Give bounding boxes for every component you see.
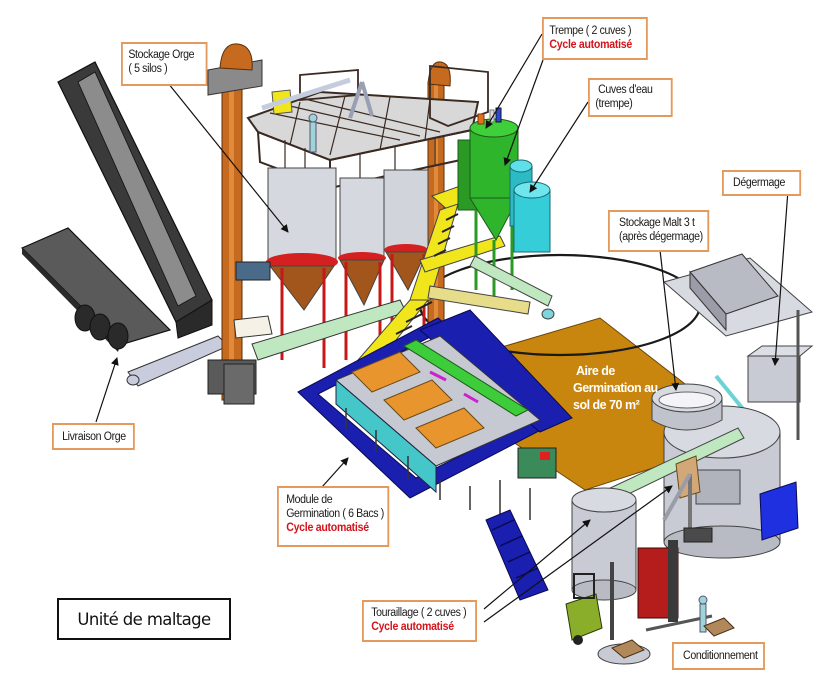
germination-floor-area-label: Aire de Germination au sol de 70 m²	[573, 363, 658, 414]
callout-cuves-eau: Cuves d'eau (trempe)	[588, 78, 673, 117]
arrow-trempe-2	[503, 59, 544, 166]
callout-cuves-eau-title: Cuves d'eau	[598, 84, 653, 96]
callout-stockage-orge-detail: ( 5 silos )	[128, 63, 168, 75]
callout-degermage: Dégermage	[722, 170, 802, 196]
steeping-conveyors	[427, 255, 555, 320]
callout-cuves-eau-detail: (trempe)	[595, 98, 633, 110]
callout-stockage-malt-title: Stockage Malt 3 t	[619, 217, 695, 229]
arrow-stockage-malt	[659, 249, 680, 391]
germination-module	[297, 309, 573, 520]
arrow-livraison-orge	[95, 357, 119, 423]
callout-touraillage-automation: Cycle automatisé	[371, 621, 454, 633]
barley-silos	[266, 167, 429, 368]
callout-touraillage: Touraillage ( 2 cuves ) Cycle automatisé	[362, 600, 477, 642]
floor-area-line2: Germination au	[573, 381, 658, 395]
diagram-title: Unité de maltage	[77, 609, 211, 629]
bagging-station	[637, 473, 735, 637]
callout-trempe-title: Trempe ( 2 cuves )	[549, 25, 632, 37]
floor-area-line3: sol de 70 m²	[573, 398, 640, 412]
yellow-staircase	[356, 185, 506, 361]
callout-arrows	[95, 33, 789, 623]
arrow-degermage	[771, 189, 789, 366]
callout-livraison-orge-title: Livraison Orge	[62, 431, 126, 443]
callout-stockage-orge-title: Stockage Orge	[128, 49, 195, 61]
callout-livraison-orge: Livraison Orge	[52, 423, 135, 450]
diagram-title-box: Unité de maltage	[57, 598, 231, 640]
callout-degermage-title: Dégermage	[733, 177, 786, 189]
degermination-unit	[662, 253, 814, 440]
callout-stockage-malt: Stockage Malt 3 t (après dégermage)	[608, 210, 710, 252]
arrow-touraillage-2	[483, 485, 673, 623]
callout-stockage-orge: Stockage Orge ( 5 silos )	[121, 42, 208, 86]
callout-module-germination: Module de Germination ( 6 Bacs ) Cycle a…	[277, 486, 390, 547]
malt-storage-hopper	[651, 383, 723, 431]
callout-module-germination-title: Module de	[286, 494, 333, 506]
silo-base-equipment	[223, 261, 407, 405]
blue-staircase	[485, 509, 549, 601]
arrow-stockage-orge	[167, 82, 289, 233]
callout-conditionnement-title: Conditionnement	[683, 650, 758, 662]
arrow-module-germination	[321, 457, 349, 488]
callout-module-germination-detail: Germination ( 6 Bacs )	[286, 508, 384, 520]
delivery-truck	[20, 61, 213, 352]
callout-touraillage-title: Touraillage ( 2 cuves )	[371, 607, 467, 619]
callout-module-germination-automation: Cycle automatisé	[286, 522, 369, 534]
callout-stockage-malt-detail: (après dégermage)	[619, 231, 703, 243]
water-tanks	[509, 159, 551, 253]
silo-top-platform	[246, 65, 489, 190]
electrical-cabinet	[759, 481, 799, 541]
floor-area-line1: Aire de	[576, 364, 615, 378]
forklift	[565, 562, 651, 665]
kiln-small	[571, 487, 637, 601]
callout-trempe-automation: Cycle automatisé	[549, 39, 632, 51]
arrow-cuves-eau	[529, 101, 589, 193]
intake-conveyor	[126, 335, 229, 387]
callout-conditionnement: Conditionnement	[672, 642, 765, 670]
arrow-touraillage-1	[483, 519, 591, 610]
arrow-trempe-1	[485, 33, 543, 129]
steeping-tanks	[457, 107, 519, 300]
callout-trempe: Trempe ( 2 cuves ) Cycle automatisé	[542, 17, 648, 60]
